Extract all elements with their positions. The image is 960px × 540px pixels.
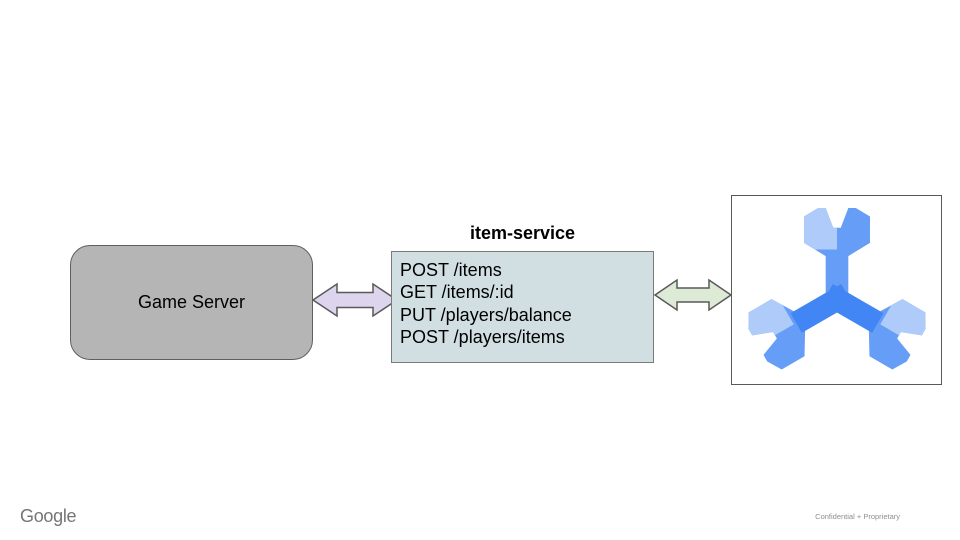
game-server-label: Game Server [137, 291, 246, 312]
google-logo: Google [20, 506, 77, 526]
confidentiality-note: Confidential + Proprietary [815, 512, 900, 521]
game-server-box: Game Server [70, 245, 313, 360]
left-double-arrow-shape [312, 282, 398, 318]
spanner-database-box [731, 195, 942, 385]
cloud-spanner-icon [740, 208, 933, 374]
spanner-hub [790, 283, 883, 333]
endpoint-line: GET /items/:id [400, 282, 514, 303]
right-double-arrow [654, 278, 732, 312]
item-service-box: POST /items GET /items/:id PUT /players/… [391, 251, 654, 363]
endpoint-line: PUT /players/balance [400, 304, 572, 325]
item-service-title: item-service [469, 223, 576, 243]
right-double-arrow-shape [654, 278, 732, 312]
endpoint-line: POST /items [400, 260, 502, 280]
endpoint-line: POST /players/items [400, 327, 565, 348]
left-double-arrow [312, 282, 398, 318]
